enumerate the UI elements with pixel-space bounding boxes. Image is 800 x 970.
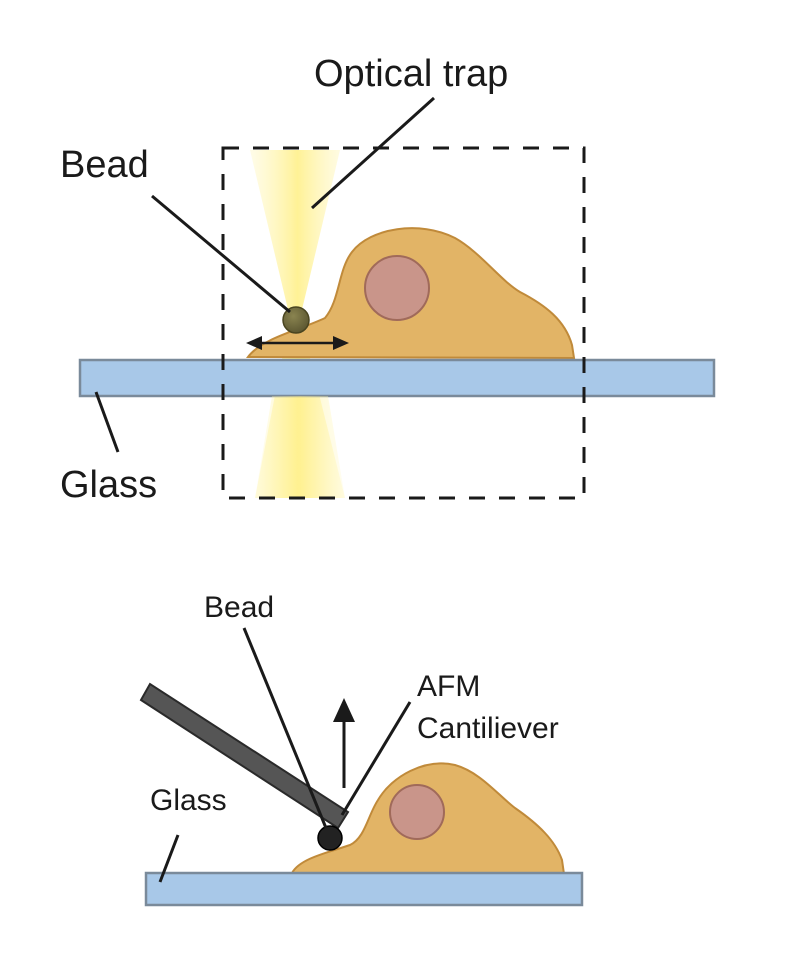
label-bead-top: Bead bbox=[60, 144, 149, 186]
label-glass-bottom: Glass bbox=[150, 784, 227, 817]
arrowhead-left-icon bbox=[246, 336, 262, 350]
pointer-afm bbox=[340, 701, 412, 816]
label-optical-trap: Optical trap bbox=[314, 53, 508, 95]
label-glass-top: Glass bbox=[60, 464, 157, 506]
label-afm-line1: AFM bbox=[417, 670, 480, 703]
pointer-bead-top bbox=[151, 194, 291, 314]
bottom-panel: Bead AFM Cantiliever Glass bbox=[139, 591, 584, 907]
optical-trap-beam-lower bbox=[255, 396, 345, 498]
afm-cantilever bbox=[139, 682, 350, 830]
nucleus-top bbox=[364, 255, 430, 321]
top-panel: Optical trap Bead Glass bbox=[60, 53, 716, 506]
label-bead-bottom: Bead bbox=[204, 591, 274, 624]
glass-slide-top bbox=[78, 358, 716, 398]
nucleus-bottom bbox=[389, 784, 445, 840]
bead-bottom bbox=[317, 825, 343, 851]
arrowhead-up-icon bbox=[333, 698, 355, 722]
label-afm-line2: Cantiliever bbox=[417, 712, 559, 745]
pointer-glass-bottom bbox=[158, 834, 180, 883]
pointer-bead-bottom bbox=[242, 627, 328, 829]
dashed-trap-box bbox=[221, 146, 586, 500]
bead-top bbox=[282, 306, 310, 334]
glass-slide-bottom bbox=[144, 871, 584, 907]
pointer-glass-top bbox=[94, 391, 120, 453]
pointer-optical-trap bbox=[310, 96, 436, 210]
arrowhead-right-icon bbox=[333, 336, 349, 350]
